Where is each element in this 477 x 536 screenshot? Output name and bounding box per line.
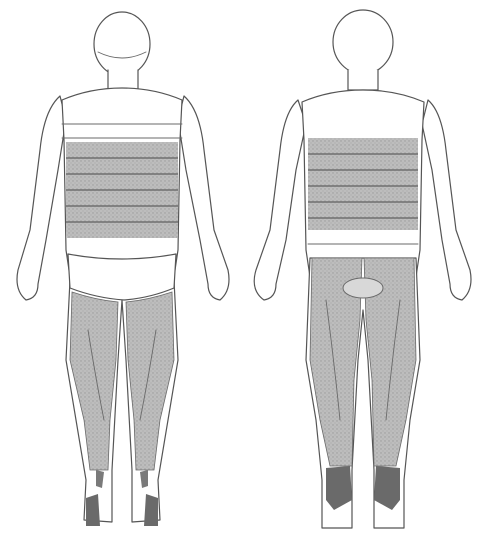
back-right-arm [422,100,471,300]
front-right-heel [144,494,158,526]
front-head [94,12,150,76]
back-neck [348,70,378,90]
front-right-arm [178,96,229,300]
back-torso-band-fill [308,138,418,230]
front-view-figure [17,12,229,526]
front-left-heel [86,494,100,526]
back-view-figure [254,10,471,528]
front-left-arm [17,96,66,300]
back-head [333,10,393,74]
front-underwear [68,254,176,300]
front-torso-band [66,142,178,238]
back-left-arm [254,100,306,300]
front-neck [108,70,138,90]
back-sacrum-spot [343,278,383,298]
back-torso-band [308,138,418,230]
